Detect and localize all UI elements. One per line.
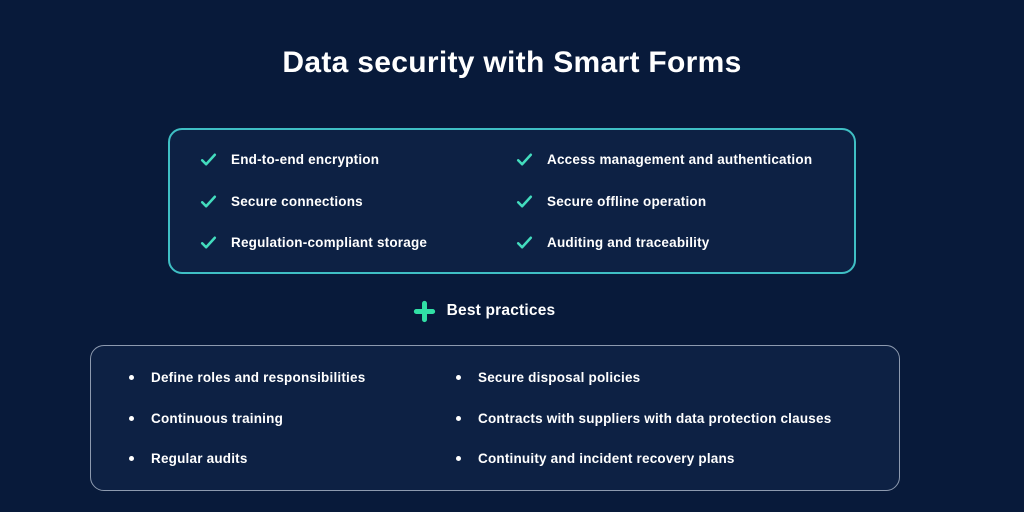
bullet-dot <box>456 415 461 421</box>
check-icon <box>515 192 534 211</box>
security-features-box: End-to-end encryption Secure connections… <box>168 128 856 274</box>
feature-label: Secure connections <box>231 193 363 209</box>
check-icon <box>199 150 218 169</box>
practice-label: Contracts with suppliers with data prote… <box>478 410 832 426</box>
feature-label: Regulation-compliant storage <box>231 235 428 250</box>
check-icon <box>199 233 218 252</box>
practice-item: Define roles and responsibilities <box>129 368 456 387</box>
check-icon <box>199 192 218 211</box>
practice-item: Continuity and incident recovery plans <box>456 449 889 468</box>
bullet-dot <box>129 375 134 380</box>
bullet-dot <box>456 375 461 380</box>
feature-item: Secure connections <box>199 192 515 211</box>
bullet-dot <box>456 456 461 461</box>
feature-item: Secure offline operation <box>515 192 844 211</box>
feature-item: Auditing and traceability <box>515 233 844 252</box>
practice-label: Continuity and incident recovery plans <box>478 451 735 466</box>
practice-item: Continuous training <box>129 409 456 428</box>
features-column-right: Access management and authentication Sec… <box>515 150 844 252</box>
practice-item: Regular audits <box>129 449 456 468</box>
practice-label: Continuous training <box>151 410 284 426</box>
bullet-dot <box>129 415 134 421</box>
feature-item: Access management and authentication <box>515 150 844 169</box>
plus-icon <box>413 300 436 323</box>
best-practices-box: Define roles and responsibilities Contin… <box>90 345 900 491</box>
feature-label: Secure offline operation <box>547 193 707 209</box>
page-title: Data security with Smart Forms <box>282 46 742 79</box>
practice-label: Secure disposal policies <box>478 370 641 385</box>
practices-column-right: Secure disposal policies Contracts with … <box>456 368 889 468</box>
feature-label: Access management and authentication <box>547 152 813 167</box>
practice-item: Secure disposal policies <box>456 368 889 387</box>
feature-label: End-to-end encryption <box>231 152 380 167</box>
practices-column-left: Define roles and responsibilities Contin… <box>129 368 456 468</box>
features-column-left: End-to-end encryption Secure connections… <box>199 150 515 252</box>
check-icon <box>515 150 534 169</box>
feature-item: End-to-end encryption <box>199 150 515 169</box>
infographic-slide: Data security with Smart Forms End-to-en… <box>0 46 1024 512</box>
feature-item: Regulation-compliant storage <box>199 233 515 252</box>
practice-item: Contracts with suppliers with data prote… <box>456 409 889 428</box>
check-icon <box>515 233 534 252</box>
best-practices-heading: Best practices <box>0 299 996 323</box>
best-practices-label: Best practices <box>446 302 556 319</box>
practice-label: Define roles and responsibilities <box>151 370 366 385</box>
feature-label: Auditing and traceability <box>547 235 710 250</box>
practice-label: Regular audits <box>151 451 248 466</box>
bullet-dot <box>129 456 134 461</box>
